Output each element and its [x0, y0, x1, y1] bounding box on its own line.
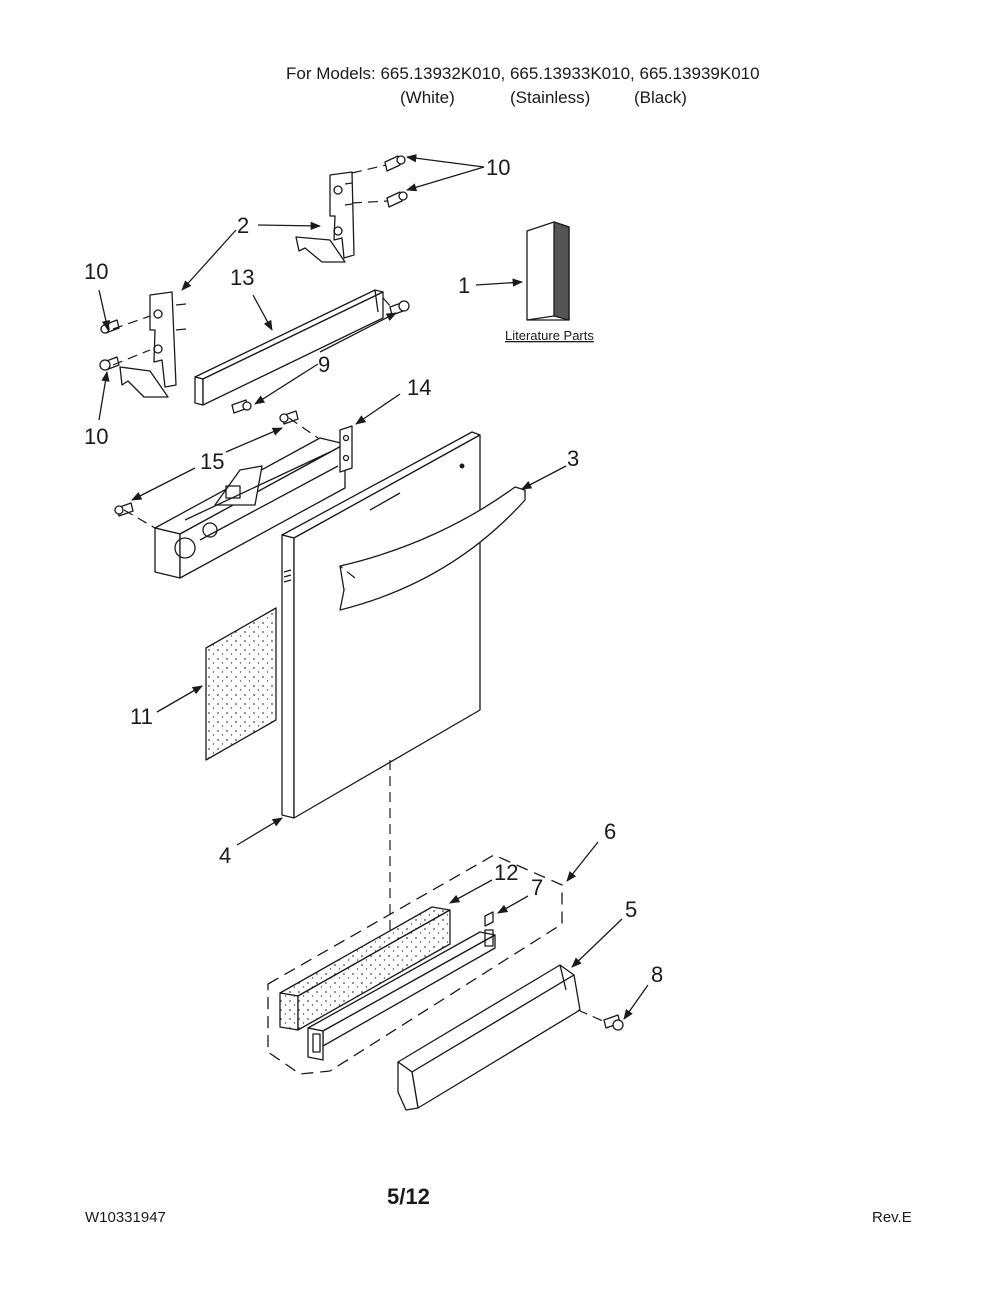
screw-8	[603, 1014, 624, 1031]
toe-panel	[397, 964, 581, 1111]
door-latch-assembly	[154, 425, 353, 579]
door-handle	[339, 486, 526, 611]
callout-3: 3	[567, 446, 579, 471]
alignment-lines	[112, 164, 606, 1023]
toe-panel-group-outline	[267, 854, 563, 1075]
hinge-bracket-right	[295, 171, 355, 263]
screw-10-left-b	[99, 356, 120, 371]
screw-15-upper	[279, 410, 299, 425]
literature-parts-label: Literature Parts	[505, 328, 594, 343]
callout-1: 1	[458, 273, 470, 298]
callout-15: 15	[200, 449, 224, 474]
callout-7: 7	[531, 875, 543, 900]
revision-label: Rev.E	[872, 1209, 912, 1226]
page-number: 5/12	[387, 1184, 430, 1209]
callout-8: 8	[651, 962, 663, 987]
insulation-pad	[205, 607, 277, 761]
callout-10-left-lower: 10	[84, 424, 108, 449]
callout-9: 9	[318, 352, 330, 377]
callout-10-left-upper: 10	[84, 259, 108, 284]
callout-12: 12	[494, 860, 518, 885]
callout-5: 5	[625, 897, 637, 922]
screw-10-top-a	[384, 155, 406, 172]
insulation-block	[279, 906, 451, 1031]
callout-6: 6	[604, 819, 616, 844]
callout-14: 14	[407, 375, 431, 400]
models-line: For Models: 665.13932K010, 665.13933K010…	[286, 64, 760, 83]
screw-15-lower	[114, 502, 134, 517]
door-panel	[281, 431, 481, 819]
literature-parts-booklet	[526, 221, 570, 321]
toe-panel-clip	[484, 911, 494, 927]
screw-10-top-b	[386, 191, 408, 208]
callout-4: 4	[219, 843, 231, 868]
hinge-bracket-left	[119, 291, 187, 398]
screw-9-right	[389, 300, 410, 316]
leader-arrows	[98, 154, 649, 1020]
screw-10-left-a	[100, 319, 120, 334]
toe-panel-strip	[307, 929, 496, 1061]
callout-10-top: 10	[486, 155, 510, 180]
screw-9-lower	[231, 399, 252, 414]
callout-2: 2	[237, 213, 249, 238]
variant-white: (White)	[400, 88, 455, 107]
callout-11: 11	[130, 704, 153, 729]
door-top-channel	[194, 289, 384, 406]
callout-13: 13	[230, 265, 254, 290]
variant-stainless: (Stainless)	[510, 88, 591, 107]
variant-black: (Black)	[634, 88, 687, 107]
document-number: W10331947	[85, 1209, 166, 1226]
